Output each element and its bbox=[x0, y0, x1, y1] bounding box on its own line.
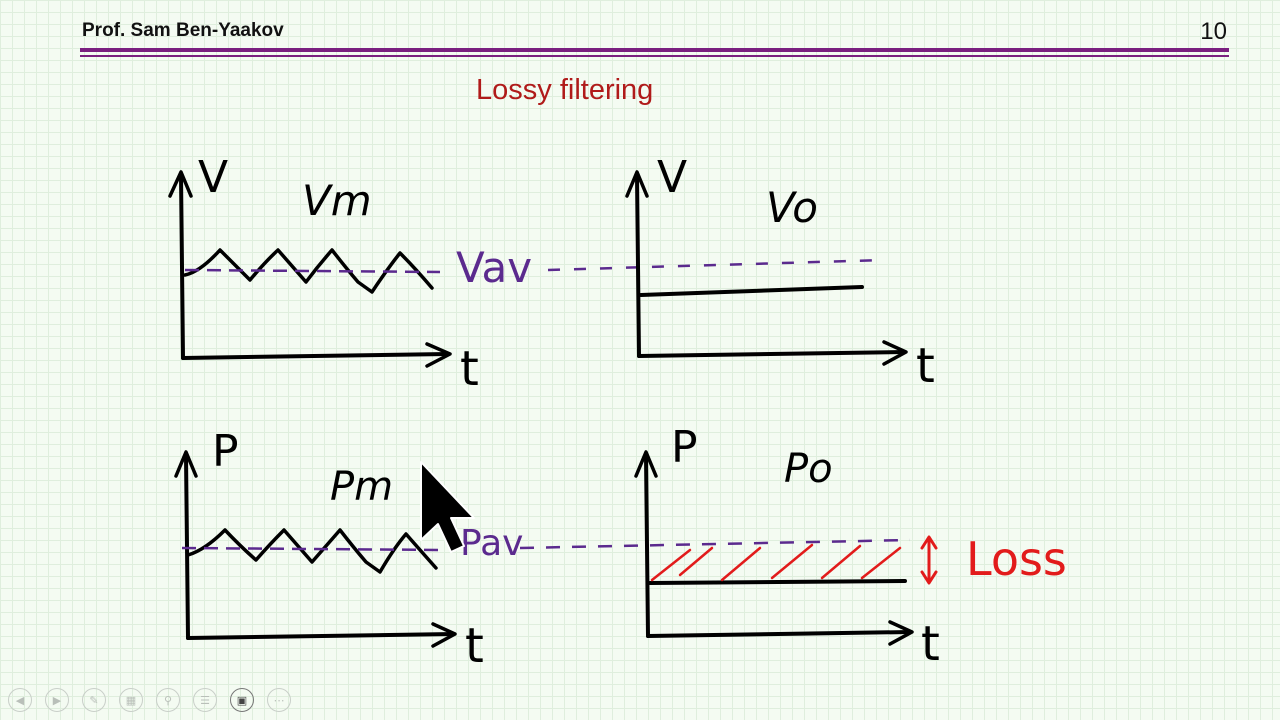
vo-level bbox=[639, 285, 864, 297]
x-axis bbox=[186, 632, 456, 640]
y-axis bbox=[635, 174, 641, 358]
x-axis-arrowhead bbox=[425, 342, 452, 368]
presentation-toolbar: ◀ ▶ ✎ ▦ ⚲ ☰ ▣ ⋯ bbox=[8, 688, 291, 712]
y-axis-arrowhead bbox=[625, 170, 649, 198]
pen-icon[interactable]: ✎ bbox=[82, 688, 106, 712]
loss-arrow bbox=[920, 535, 938, 585]
vm-waveform bbox=[183, 248, 434, 294]
y-axis-label: P bbox=[212, 426, 239, 477]
y-axis bbox=[179, 174, 185, 360]
po-label: Po bbox=[784, 446, 833, 492]
y-axis-label: P bbox=[671, 422, 698, 473]
x-axis-label: t bbox=[921, 616, 940, 672]
x-axis-label: t bbox=[460, 341, 479, 397]
x-axis-label: t bbox=[916, 338, 935, 394]
page-number: 10 bbox=[1200, 18, 1227, 45]
po-level bbox=[648, 579, 907, 585]
loss-hatching bbox=[650, 543, 902, 582]
pav-connector bbox=[519, 538, 911, 550]
pages-icon[interactable]: ▦ bbox=[119, 688, 143, 712]
y-axis-arrowhead bbox=[168, 170, 193, 198]
vo-label: Vo bbox=[766, 183, 818, 232]
x-axis-label: t bbox=[465, 618, 484, 674]
pav-label: Pav bbox=[460, 523, 523, 564]
header-rule bbox=[80, 48, 1229, 52]
pav-dashed-line bbox=[181, 546, 446, 552]
vav-label: Vav bbox=[456, 243, 532, 292]
x-axis bbox=[181, 352, 450, 360]
y-axis-arrowhead bbox=[174, 450, 198, 478]
vm-label: Vm bbox=[302, 176, 372, 225]
x-axis bbox=[637, 350, 906, 358]
panel-pm: P t Pm Pav bbox=[174, 426, 523, 674]
y-axis-label: V bbox=[657, 152, 687, 203]
panel-vo: V t Vo bbox=[625, 152, 935, 394]
panel-vm: V t Vm Vav bbox=[168, 152, 532, 397]
y-axis-label: V bbox=[198, 152, 228, 203]
cursor-icon bbox=[420, 461, 475, 553]
y-axis bbox=[644, 454, 650, 638]
pm-label: Pm bbox=[330, 464, 393, 510]
more-icon[interactable]: ⋯ bbox=[267, 688, 291, 712]
header-rule-thin bbox=[80, 55, 1229, 57]
pm-waveform bbox=[186, 528, 438, 574]
zoom-icon[interactable]: ⚲ bbox=[156, 688, 180, 712]
next-icon[interactable]: ▶ bbox=[45, 688, 69, 712]
video-icon[interactable]: ▣ bbox=[230, 688, 254, 712]
x-axis-arrowhead bbox=[882, 340, 908, 366]
vav-connector bbox=[547, 258, 886, 272]
slide-title: Lossy filtering bbox=[476, 74, 654, 106]
panel-po: P t Po Loss bbox=[634, 422, 1067, 672]
loss-label: Loss bbox=[966, 532, 1067, 586]
x-axis-arrowhead bbox=[888, 620, 914, 646]
x-axis bbox=[646, 630, 912, 638]
author-name: Prof. Sam Ben-Yaakov bbox=[82, 20, 284, 41]
prev-icon[interactable]: ◀ bbox=[8, 688, 32, 712]
menu-icon[interactable]: ☰ bbox=[193, 688, 217, 712]
y-axis-arrowhead bbox=[634, 450, 658, 478]
x-axis-arrowhead bbox=[431, 622, 457, 648]
